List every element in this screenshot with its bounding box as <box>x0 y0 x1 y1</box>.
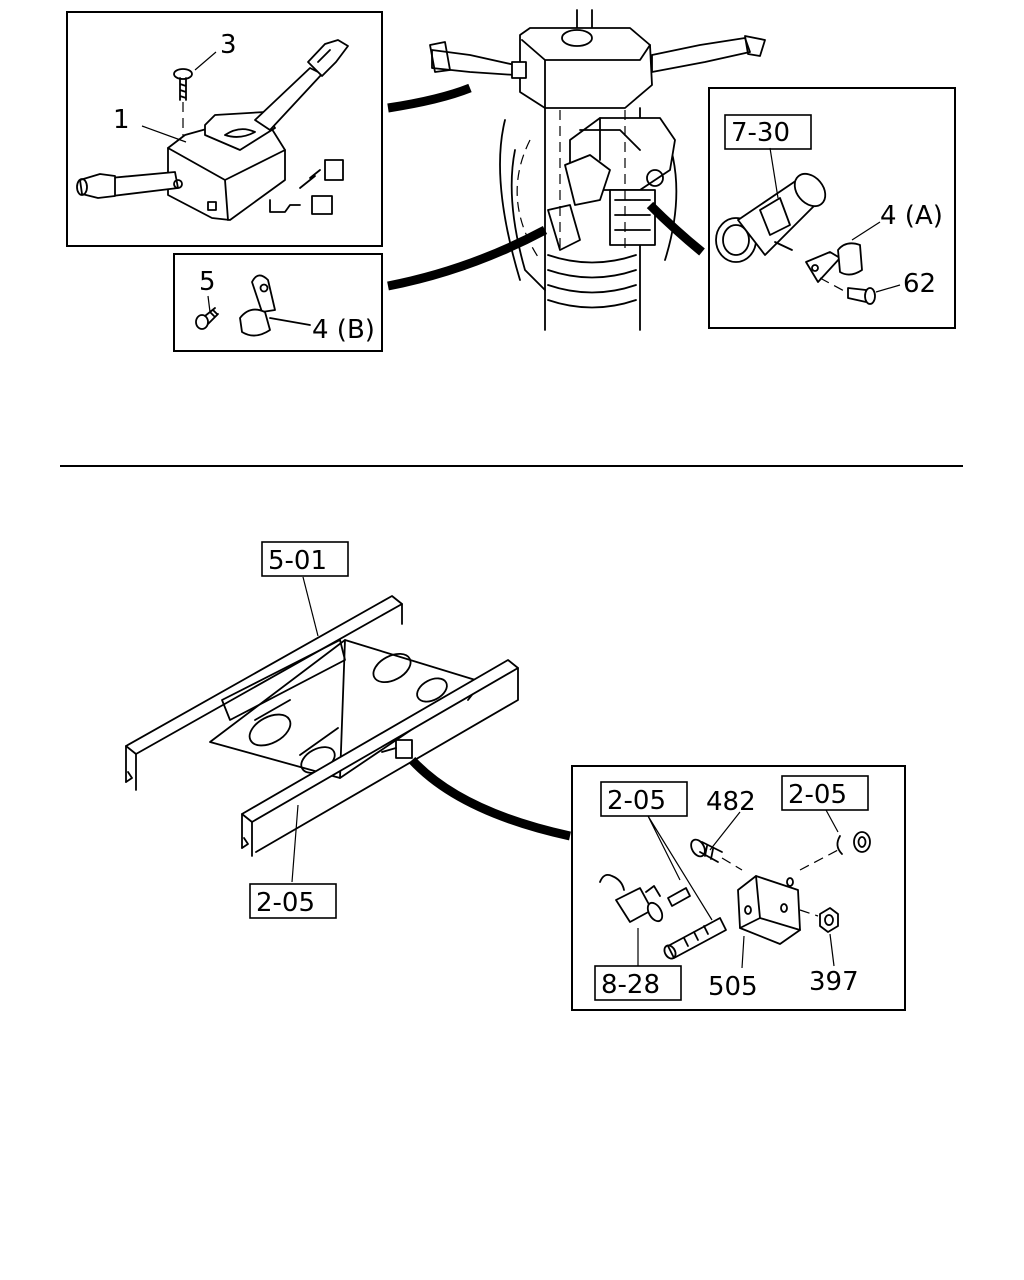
label-part-3: 3 <box>220 30 237 60</box>
label-part-1: 1 <box>113 105 130 135</box>
nut-part-397 <box>799 907 839 933</box>
chassis-frame-illustration: 5-01 2-05 <box>125 541 571 919</box>
label-part-4b: 4 (B) <box>312 315 375 345</box>
ref-label-8-28: 8-28 <box>601 970 660 1000</box>
label-part-482: 482 <box>706 787 756 817</box>
label-part-4a: 4 (A) <box>880 201 943 231</box>
callout-leaders-top <box>387 83 705 291</box>
switch-assembly-part-1 <box>76 39 349 221</box>
washer-ref-2-05 <box>799 831 871 871</box>
label-part-505: 505 <box>708 972 758 1002</box>
label-part-62: 62 <box>903 269 936 299</box>
sensor-mount-callout: 2-05 2-05 8-28 <box>571 765 906 1011</box>
clip-part-4a <box>805 242 863 283</box>
label-part-397: 397 <box>809 967 859 997</box>
bracket-part-505 <box>737 875 801 945</box>
ref-label-5-01: 5-01 <box>268 546 327 576</box>
ref-label-2-05-frame: 2-05 <box>256 888 315 918</box>
steering-column-illustration <box>429 9 766 331</box>
harness-connector-ref-7-30 <box>715 172 827 263</box>
screw-part-3 <box>173 68 193 140</box>
ref-label-2-05-left: 2-05 <box>607 786 666 816</box>
label-part-5: 5 <box>199 267 216 297</box>
clip-callout-b: 5 4 (B) <box>173 253 383 352</box>
sensor-ref-8-28 <box>599 873 727 960</box>
harness-clip-callout-a: 7-30 4 (A) 62 <box>708 87 956 329</box>
clip-part-4b <box>239 274 311 337</box>
ref-label-7-30: 7-30 <box>731 118 790 148</box>
combination-switch-callout: 1 3 <box>66 11 383 247</box>
bolt-part-62 <box>819 277 876 305</box>
ref-label-2-05-right: 2-05 <box>788 780 847 810</box>
